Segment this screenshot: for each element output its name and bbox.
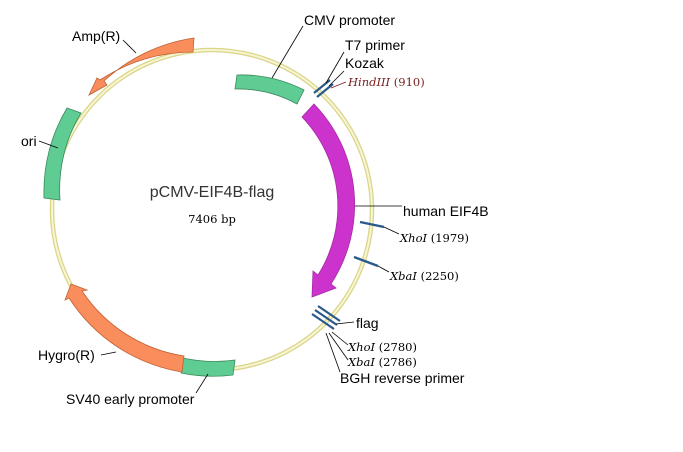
xhoi-2780-leader <box>331 331 349 346</box>
xhoi-1979-site-label: XhoI (1979) <box>399 231 469 245</box>
amp-r-label: Amp(R) <box>72 28 120 44</box>
kozak-mark <box>316 83 334 98</box>
hindiii-leader <box>330 81 347 89</box>
kozak-label: Kozak <box>345 55 385 71</box>
ori-segment <box>43 107 82 201</box>
flag-label: flag <box>356 315 379 331</box>
t7-primer-mark <box>313 79 331 94</box>
kozak-leader <box>328 70 345 87</box>
xbai-2250-site-label: XbaI (2250) <box>389 269 459 283</box>
sv40-early-promoter-label: SV40 early promoter <box>66 391 195 407</box>
hygro-r-arrow <box>64 283 185 373</box>
flag-mark-1 <box>311 313 335 330</box>
ori-label: ori <box>21 133 37 149</box>
xbai-2250-leader <box>377 265 390 273</box>
bgh-reverse-primer-label: BGH reverse primer <box>340 370 465 386</box>
plasmid-size: 7406 bp <box>188 212 236 226</box>
t7-primer-label: T7 primer <box>345 37 405 53</box>
xhoi-1979-leader <box>383 226 400 235</box>
flag-mark-2 <box>314 309 338 326</box>
xbai-2250-mark <box>353 255 379 268</box>
hygro-r-leader <box>100 351 117 356</box>
xbai-2786-site-label: XbaI (2786) <box>347 355 417 369</box>
sv40-leader <box>195 373 209 394</box>
cmv-promoter-label: CMV promoter <box>304 12 395 28</box>
human-eif4b-label: human EIF4B <box>403 203 489 219</box>
plasmid-name: pCMV-EIF4B-flag <box>150 184 274 201</box>
flag-leader <box>335 321 355 325</box>
hindiii-site-label: HindIII (910) <box>347 75 425 89</box>
xhoi-1979-mark <box>359 220 385 229</box>
ori-leader <box>38 140 59 149</box>
t7-leader <box>325 51 345 84</box>
cmv-promoter-leader <box>271 25 304 79</box>
amp-r-arrow <box>88 37 195 96</box>
human-eif4b-arrow <box>301 103 355 298</box>
hygro-r-label: Hygro(R) <box>38 347 95 363</box>
sv40-early-promoter-segment <box>180 357 236 377</box>
xhoi-2780-site-label: XhoI (2780) <box>347 340 417 354</box>
xbai-2786-leader <box>328 332 349 361</box>
amp-r-leader <box>122 39 137 54</box>
bgh-leader <box>325 332 341 373</box>
cmv-promoter-segment <box>234 74 305 105</box>
flag-mark-3 <box>317 305 341 322</box>
